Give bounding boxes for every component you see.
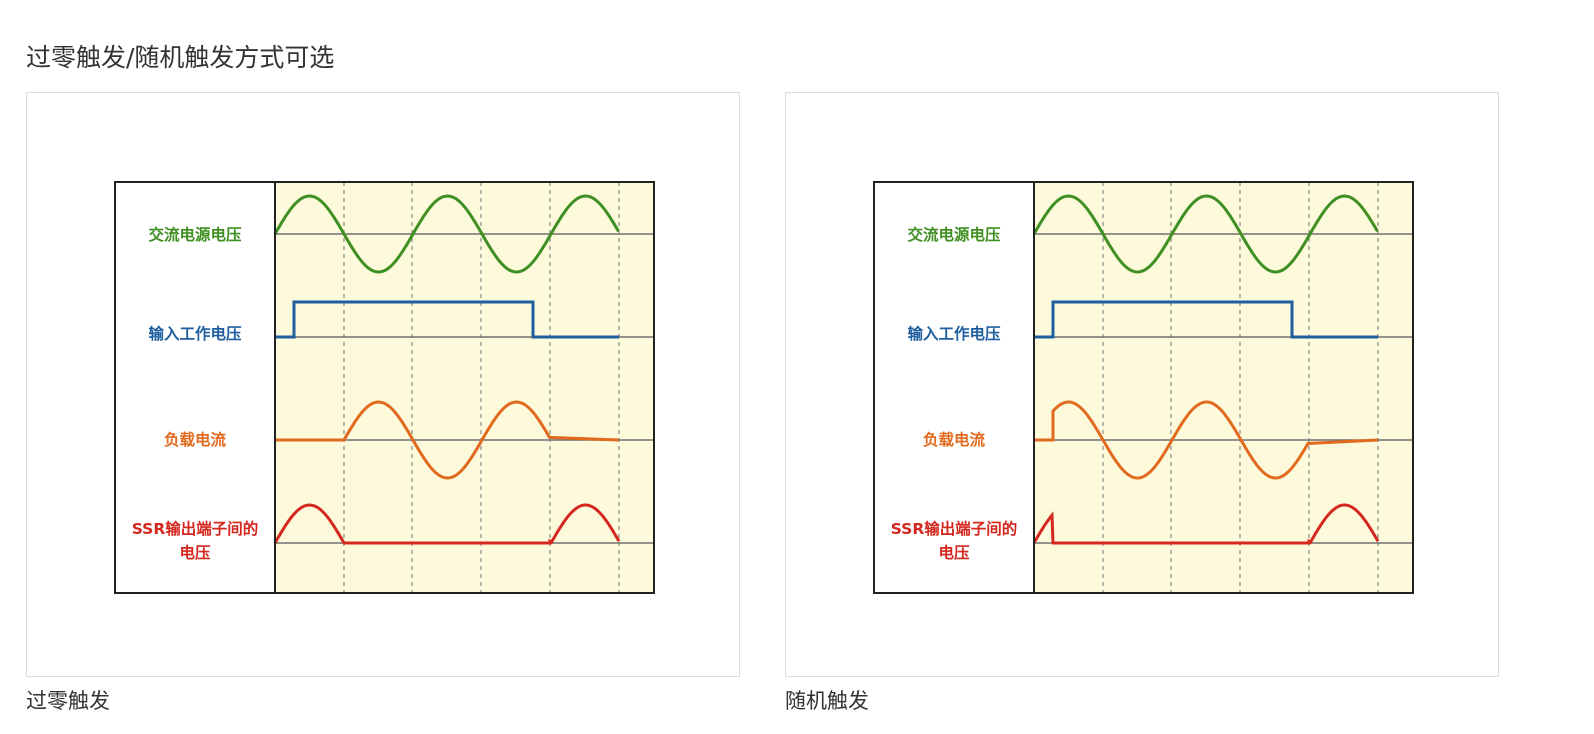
input-voltage-label: 输入工作电压 (907, 324, 1001, 343)
ssr-voltage-label-line2: 电压 (938, 543, 970, 562)
ac-voltage-waveform (1032, 194, 1379, 274)
load-current-waveform (275, 400, 620, 480)
diagram-frame (873, 181, 1414, 594)
ac-voltage-label: 交流电源电压 (907, 225, 1001, 244)
load-current-label: 负载电流 (164, 430, 227, 449)
zero-cross-caption: 过零触发 (26, 689, 110, 713)
load-current-waveform (1034, 400, 1379, 480)
zero-cross-timing-diagram: 交流电源电压 输入工作电压 负载电流 SSR输出端子间的 电压 (114, 181, 655, 594)
page-title: 过零触发/随机触发方式可选 (26, 43, 335, 72)
ssr-voltage-label-line2: 电压 (179, 543, 211, 562)
input-voltage-waveform (1034, 300, 1378, 339)
ssr-voltage-label-line1: SSR输出端子间的 (891, 519, 1018, 538)
ssr-voltage-waveform (273, 503, 621, 545)
random-caption: 随机触发 (785, 689, 869, 713)
zero-cross-figure: 交流电源电压 输入工作电压 负载电流 SSR输出端子间的 电压 (26, 92, 740, 677)
ac-voltage-label: 交流电源电压 (148, 225, 242, 244)
diagram-frame (114, 181, 655, 594)
random-figure: 交流电源电压 输入工作电压 负载电流 SSR输出端子间的 电压 (785, 92, 1499, 677)
random-timing-diagram: 交流电源电压 输入工作电压 负载电流 SSR输出端子间的 电压 (873, 181, 1414, 594)
load-current-label: 负载电流 (923, 430, 986, 449)
plot-area (275, 182, 654, 593)
plot-area (1034, 182, 1413, 593)
ssr-voltage-label-line1: SSR输出端子间的 (132, 519, 259, 538)
input-voltage-label: 输入工作电压 (148, 324, 242, 343)
ac-voltage-waveform (273, 194, 620, 274)
input-voltage-waveform (275, 300, 619, 339)
ssr-voltage-waveform (1032, 503, 1380, 545)
